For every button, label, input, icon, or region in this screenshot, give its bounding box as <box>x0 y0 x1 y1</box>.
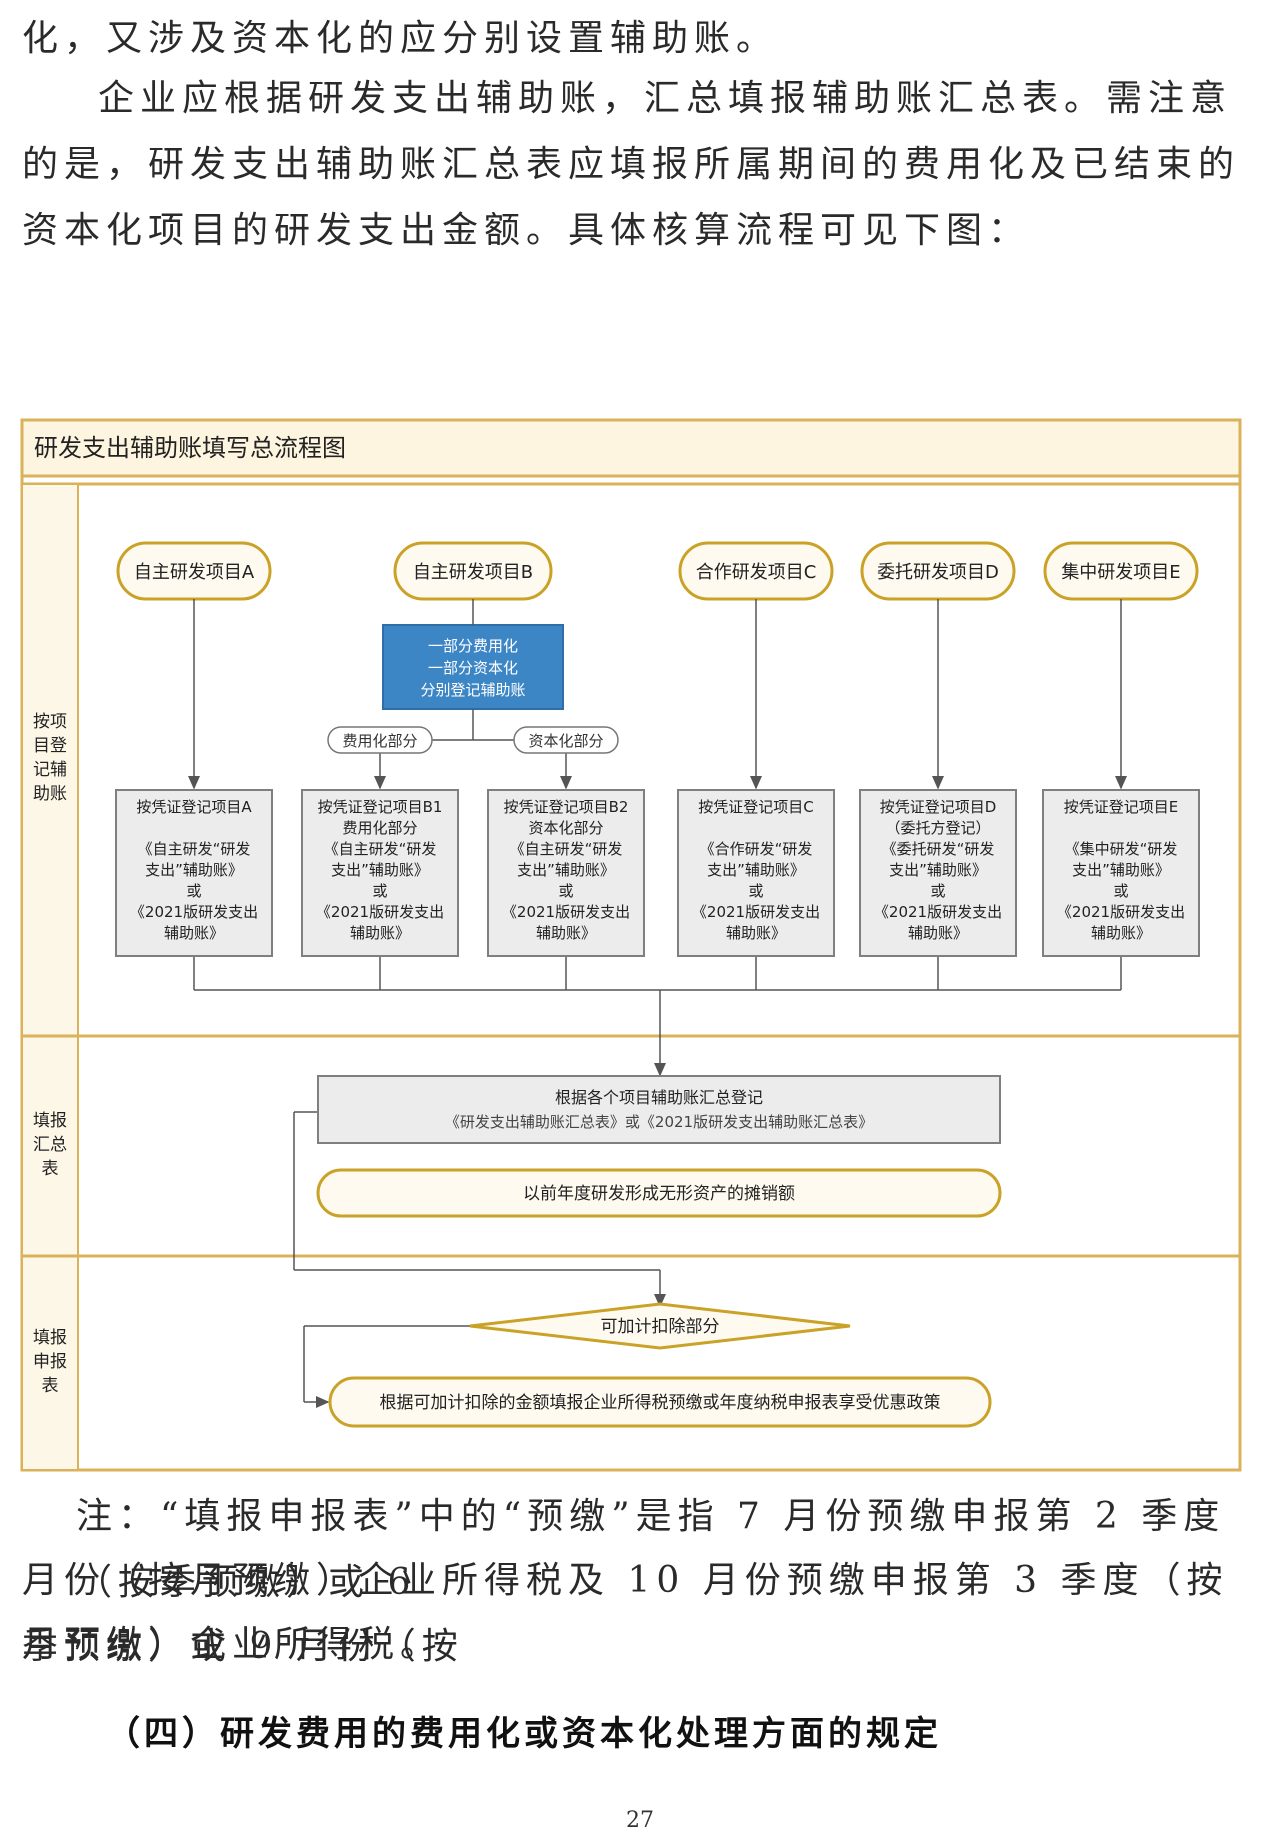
flowchart-title: 研发支出辅助账填写总流程图 <box>34 434 346 462</box>
svg-text:辅助账》: 辅助账》 <box>536 924 596 942</box>
svg-text:分别登记辅助账: 分别登记辅助账 <box>420 681 525 699</box>
svg-text:辅助账》: 辅助账》 <box>164 924 224 942</box>
flowchart-title-bar <box>20 418 1242 478</box>
svg-text:委托研发项目D: 委托研发项目D <box>877 562 999 583</box>
svg-text:支出”辅助账》: 支出”辅助账》 <box>1072 861 1170 879</box>
svg-text:按凭证登记项目D: 按凭证登记项目D <box>880 798 997 816</box>
svg-text:支出”辅助账》: 支出”辅助账》 <box>331 861 429 879</box>
svg-text:《2021版研发支出: 《2021版研发支出 <box>502 903 630 921</box>
svg-text:《2021版研发支出: 《2021版研发支出 <box>130 903 258 921</box>
svg-text:或: 或 <box>1113 882 1128 900</box>
svg-text:《2021版研发支出: 《2021版研发支出 <box>692 903 820 921</box>
svg-text:申报: 申报 <box>33 1352 67 1372</box>
final-step-pill: 根据可加计扣除的金额填报企业所得税预缴或年度纳税申报表享受优惠政策 <box>328 1376 992 1428</box>
ledger-box-c: 按凭证登记项目C 《合作研发“研发 支出”辅助账》 或 《2021版研发支出 辅… <box>677 789 835 957</box>
svg-text:或: 或 <box>748 882 763 900</box>
svg-text:《2021版研发支出: 《2021版研发支出 <box>1057 903 1185 921</box>
svg-text:记辅: 记辅 <box>33 760 67 780</box>
svg-text:按凭证登记项目C: 按凭证登记项目C <box>698 798 813 816</box>
svg-text:按凭证登记项目A: 按凭证登记项目A <box>136 798 252 816</box>
ledger-box-a: 按凭证登记项目A 《自主研发“研发 支出”辅助账》 或 《2021版研发支出 辅… <box>115 789 273 957</box>
svg-text:按凭证登记项目B1: 按凭证登记项目B1 <box>318 798 443 816</box>
svg-text:助账: 助账 <box>33 784 67 804</box>
note-line-2: 月份（按月预缴）企业所得税及 10 月份预缴申报第 3 季度（按季预缴）或 9 … <box>22 1560 1229 1667</box>
project-pill-a: 自主研发项目A <box>116 541 272 601</box>
section-label-declaration: 填报 申报 表 <box>33 1328 67 1396</box>
svg-text:支出”辅助账》: 支出”辅助账》 <box>145 861 243 879</box>
svg-text:按凭证登记项目E: 按凭证登记项目E <box>1064 798 1178 816</box>
svg-text:合作研发项目C: 合作研发项目C <box>696 562 817 583</box>
svg-text:一部分费用化: 一部分费用化 <box>428 637 518 655</box>
tag-expense-part: 费用化部分 <box>327 726 433 754</box>
svg-text:汇总: 汇总 <box>33 1135 67 1155</box>
svg-text:辅助账》: 辅助账》 <box>350 924 410 942</box>
note-line-1: 注：“填报申报表”中的“预缴”是指 7 月份预缴申报第 2 季度（按季预缴）或 … <box>76 1496 1226 1603</box>
svg-text:或: 或 <box>558 882 573 900</box>
svg-text:或: 或 <box>372 882 387 900</box>
svg-text:辅助账》: 辅助账》 <box>726 924 786 942</box>
svg-text:集中研发项目E: 集中研发项目E <box>1061 562 1180 583</box>
svg-text:费用化部分: 费用化部分 <box>342 732 417 750</box>
svg-text:自主研发项目B: 自主研发项目B <box>413 562 533 583</box>
svg-text:《合作研发“研发: 《合作研发“研发 <box>700 840 813 858</box>
summary-box: 根据各个项目辅助账汇总登记 《研发支出辅助账汇总表》或《2021版研发支出辅助账… <box>317 1075 1001 1144</box>
svg-text:《2021版研发支出: 《2021版研发支出 <box>874 903 1002 921</box>
svg-text:（委托方登记）: （委托方登记） <box>885 819 990 837</box>
svg-text:辅助账》: 辅助账》 <box>908 924 968 942</box>
split-box: 一部分费用化 一部分资本化 分别登记辅助账 <box>382 624 564 710</box>
note-line-3: 月预缴）企业所得税。 <box>22 1624 443 1665</box>
svg-text:资本化部分: 资本化部分 <box>528 819 603 837</box>
svg-text:或: 或 <box>186 882 201 900</box>
svg-text:可加计扣除部分: 可加计扣除部分 <box>601 1317 720 1337</box>
section-label-summary: 填报 汇总 表 <box>33 1111 67 1179</box>
svg-text:一部分资本化: 一部分资本化 <box>428 659 518 677</box>
svg-text:表: 表 <box>42 1159 59 1179</box>
svg-text:《集中研发“研发: 《集中研发“研发 <box>1065 840 1178 858</box>
section-label-register: 按项 目登 记辅 助账 <box>33 712 67 804</box>
svg-text:《自主研发“研发: 《自主研发“研发 <box>138 840 251 858</box>
svg-text:或: 或 <box>930 882 945 900</box>
ledger-box-e: 按凭证登记项目E 《集中研发“研发 支出”辅助账》 或 《2021版研发支出 辅… <box>1042 789 1200 957</box>
svg-text:辅助账》: 辅助账》 <box>1091 924 1151 942</box>
intro-paragraph-2: 企业应根据研发支出辅助账，汇总填报辅助账汇总表。需注意的是，研发支出辅助账汇总表… <box>22 78 1241 251</box>
svg-text:支出”辅助账》: 支出”辅助账》 <box>707 861 805 879</box>
svg-text:《自主研发“研发: 《自主研发“研发 <box>324 840 437 858</box>
project-pill-e: 集中研发项目E <box>1043 541 1199 601</box>
svg-text:根据可加计扣除的金额填报企业所得税预缴或年度纳税申报表享受优: 根据可加计扣除的金额填报企业所得税预缴或年度纳税申报表享受优惠政策 <box>380 1393 941 1413</box>
svg-text:填报: 填报 <box>33 1111 67 1131</box>
svg-text:《2021版研发支出: 《2021版研发支出 <box>316 903 444 921</box>
intro-line-1: 化，又涉及资本化的应分别设置辅助账。 <box>22 18 779 59</box>
svg-text:填报: 填报 <box>33 1328 67 1348</box>
ledger-box-b2: 按凭证登记项目B2 资本化部分 《自主研发“研发 支出”辅助账》 或 《2021… <box>487 789 645 957</box>
section-label-column <box>21 483 79 1471</box>
svg-text:《自主研发“研发: 《自主研发“研发 <box>510 840 623 858</box>
amortization-pill: 以前年度研发形成无形资产的摊销额 <box>316 1168 1002 1218</box>
svg-text:《研发支出辅助账汇总表》或《2021版研发支出辅助账汇总表》: 《研发支出辅助账汇总表》或《2021版研发支出辅助账汇总表》 <box>445 1113 873 1131</box>
svg-text:费用化部分: 费用化部分 <box>342 819 417 837</box>
page-number: 27 <box>626 1808 654 1833</box>
svg-text:《委托研发“研发: 《委托研发“研发 <box>882 840 995 858</box>
project-pill-d: 委托研发项目D <box>860 541 1016 601</box>
tag-capital-part: 资本化部分 <box>513 726 619 754</box>
ledger-box-d: 按凭证登记项目D （委托方登记） 《委托研发“研发 支出”辅助账》 或 《202… <box>859 789 1017 957</box>
svg-text:支出”辅助账》: 支出”辅助账》 <box>889 861 987 879</box>
svg-text:按凭证登记项目B2: 按凭证登记项目B2 <box>504 798 629 816</box>
project-pill-c: 合作研发项目C <box>678 541 834 601</box>
svg-text:表: 表 <box>42 1376 59 1396</box>
svg-text:目登: 目登 <box>33 736 67 756</box>
svg-text:根据各个项目辅助账汇总登记: 根据各个项目辅助账汇总登记 <box>555 1088 763 1107</box>
section-heading: （四）研发费用的费用化或资本化处理方面的规定 <box>106 1714 942 1754</box>
project-pill-b: 自主研发项目B <box>393 541 553 601</box>
svg-text:支出”辅助账》: 支出”辅助账》 <box>517 861 615 879</box>
svg-text:资本化部分: 资本化部分 <box>528 732 603 750</box>
svg-text:按项: 按项 <box>33 712 67 732</box>
ledger-box-b1: 按凭证登记项目B1 费用化部分 《自主研发“研发 支出”辅助账》 或 《2021… <box>301 789 459 957</box>
svg-text:以前年度研发形成无形资产的摊销额: 以前年度研发形成无形资产的摊销额 <box>523 1184 795 1204</box>
decision-diamond: 可加计扣除部分 <box>469 1302 851 1350</box>
svg-text:自主研发项目A: 自主研发项目A <box>134 562 255 583</box>
